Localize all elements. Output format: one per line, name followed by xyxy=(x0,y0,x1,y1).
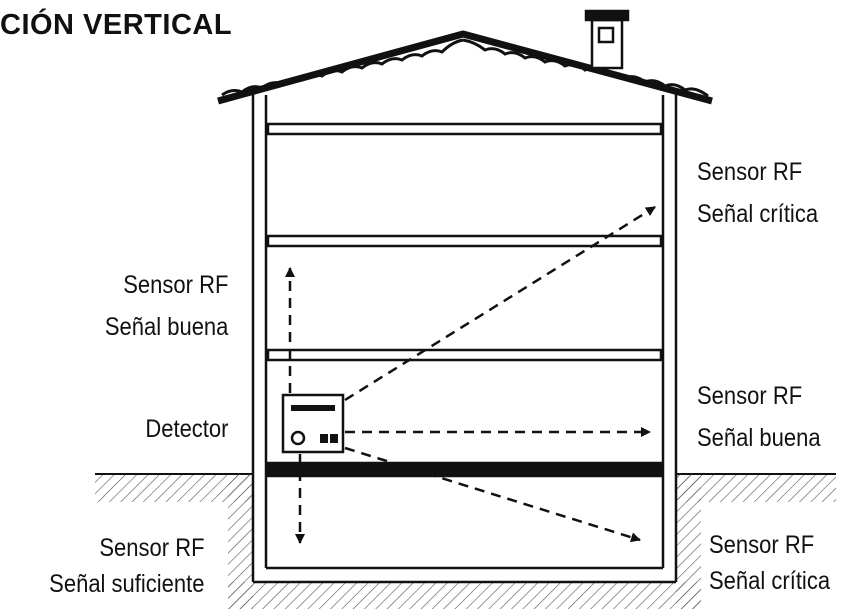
label-line2: Señal buena xyxy=(104,313,228,341)
label-line2: Señal crítica xyxy=(697,200,819,228)
label-line1: Sensor RF xyxy=(99,534,205,562)
detector-device xyxy=(281,393,345,454)
label-line2: Señal crítica xyxy=(709,567,831,595)
signal-arrows xyxy=(285,205,656,544)
label-line2: Señal buena xyxy=(697,424,821,452)
label-line2: Señal suficiente xyxy=(49,570,205,598)
label-line1: Sensor RF xyxy=(122,271,228,299)
label-mid-right: Sensor RF Señal buena xyxy=(697,381,821,453)
arrow-upper-right xyxy=(344,205,656,402)
ground xyxy=(95,473,836,609)
label-line1: Sensor RF xyxy=(697,382,803,410)
label-line1: Sensor RF xyxy=(709,531,815,559)
arrow-lower-right xyxy=(344,446,641,543)
page-title: CIÓN VERTICAL xyxy=(0,9,233,41)
label-left-upper: Sensor RF Señal buena xyxy=(104,270,228,342)
chimney xyxy=(584,9,630,70)
label-top-right: Sensor RF Señal crítica xyxy=(697,157,818,229)
roof xyxy=(217,30,713,105)
label-bottom-right: Sensor RF Señal crítica xyxy=(709,530,830,596)
floors xyxy=(266,122,663,478)
house-walls xyxy=(251,92,678,584)
label-bottom-left: Sensor RF Señal suficiente xyxy=(50,533,205,599)
label-detector: Detector xyxy=(144,415,228,443)
label-line1: Sensor RF xyxy=(697,158,803,186)
